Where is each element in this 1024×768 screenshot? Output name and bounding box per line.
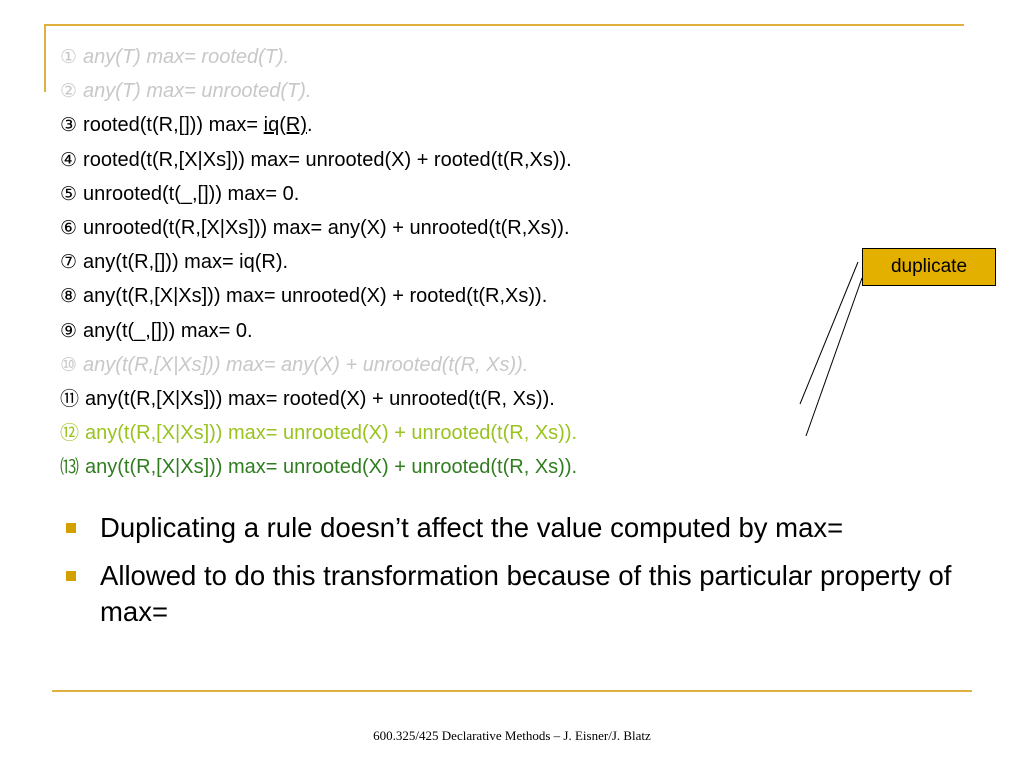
bullet-text: Duplicating a rule doesn’t affect the va… bbox=[100, 512, 844, 543]
rule-number: ⑨ bbox=[60, 319, 78, 342]
rule-text: rooted(t(R,[X|Xs])) max= unrooted(X) + r… bbox=[83, 148, 572, 171]
bullet-list: Duplicating a rule doesn’t affect the va… bbox=[62, 510, 962, 642]
rule-text: unrooted(t(R,[X|Xs])) max= any(X) + unro… bbox=[83, 216, 570, 239]
rule-text: any(t(R,[X|Xs])) max= unrooted(X) + unro… bbox=[85, 456, 578, 479]
leader-line-lower bbox=[805, 277, 863, 437]
rule-number: ③ bbox=[60, 114, 78, 137]
leader-line-upper bbox=[799, 261, 859, 405]
rule-text: any(T) max= rooted(T). bbox=[83, 46, 290, 68]
bullet-item: Duplicating a rule doesn’t affect the va… bbox=[62, 510, 962, 546]
rule-text: rooted(t(R,[])) max= bbox=[83, 114, 264, 137]
rule-number: ① bbox=[60, 46, 78, 68]
rule-number: ⑦ bbox=[60, 251, 78, 274]
rule-text: any(t(R,[X|Xs])) max= rooted(X) + unroot… bbox=[85, 387, 555, 410]
rule-number: ⑪ bbox=[60, 387, 80, 410]
rule-text: any(t(R,[X|Xs])) max= unrooted(X) + root… bbox=[83, 285, 548, 308]
rule-number: ⑥ bbox=[60, 216, 78, 239]
duplicate-callout: duplicate bbox=[862, 248, 996, 286]
rule-text: any(t(R,[])) max= iq(R). bbox=[83, 251, 289, 274]
rule-number: ⑤ bbox=[60, 182, 78, 205]
square-bullet-icon bbox=[66, 571, 76, 581]
top-rule bbox=[44, 24, 964, 26]
rule-number: ⑫ bbox=[60, 422, 80, 445]
rule-text: unrooted(t(_,[])) max= 0. bbox=[83, 182, 300, 205]
rule-text: any(t(_,[])) max= 0. bbox=[83, 319, 253, 342]
rule-line: ⒀any(t(R,[X|Xs])) max= unrooted(X) + unr… bbox=[60, 450, 577, 484]
left-rule bbox=[44, 24, 46, 92]
square-bullet-icon bbox=[66, 523, 76, 533]
rule-number: ⒀ bbox=[60, 456, 80, 479]
bullet-item: Allowed to do this transformation becaus… bbox=[62, 558, 962, 630]
rule-text: any(t(R,[X|Xs])) max= any(X) + unrooted(… bbox=[83, 353, 529, 376]
slide-footer: 600.325/425 Declarative Methods – J. Eis… bbox=[373, 728, 651, 743]
rule-text: . bbox=[307, 114, 313, 137]
rule-number: ⑩ bbox=[60, 353, 78, 376]
rule-underlined-term: iq(R) bbox=[263, 114, 307, 137]
rule-text: any(T) max= unrooted(T). bbox=[83, 80, 312, 103]
rule-text: any(t(R,[X|Xs])) max= unrooted(X) + unro… bbox=[85, 422, 578, 445]
bullet-text: Allowed to do this transformation becaus… bbox=[100, 560, 952, 627]
rule-number: ⑧ bbox=[60, 285, 78, 308]
bottom-rule bbox=[52, 690, 972, 692]
rule-number: ④ bbox=[60, 148, 78, 171]
rule-number: ② bbox=[60, 80, 78, 103]
